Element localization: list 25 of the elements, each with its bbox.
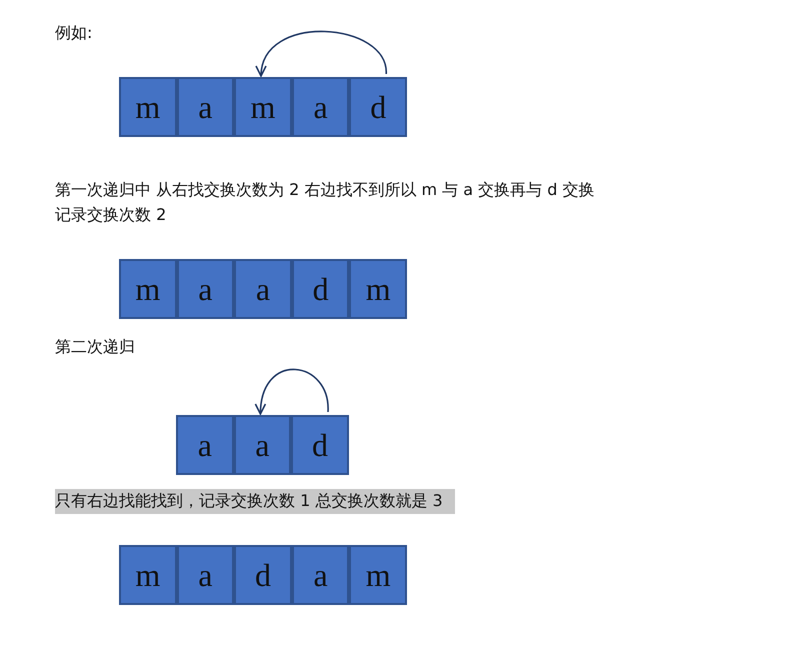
letter-cell: a [292,77,350,137]
curved-arrow [257,30,387,77]
letter-cell: m [119,545,177,605]
letter-cell: d [349,77,407,137]
curved-arrow [256,368,329,415]
note-text: 例如: [55,23,92,44]
letter-cell: a [176,77,234,137]
note-text: 第二次递归 [55,337,135,358]
letter-cell: m [234,77,292,137]
letter-cell: d [291,415,349,475]
note-text: 记录交换次数 2 [55,205,166,226]
letter-cell: a [176,259,234,319]
letter-cell: a [234,415,292,475]
highlighted-note: 只有右边找能找到，记录交换次数 1 总交换次数就是 3 [55,489,455,514]
letter-cell: a [176,545,234,605]
letter-cell: d [292,259,350,319]
letter-cell: a [292,545,350,605]
letter-cell: m [119,77,177,137]
letter-cell: m [349,259,407,319]
letter-cell: d [234,545,292,605]
letter-cell: m [349,545,407,605]
note-text: 第一次递归中 从右找交换次数为 2 右边找不到所以 m 与 a 交换再与 d 交换 [55,180,594,201]
letter-cell: a [234,259,292,319]
letter-cell: m [119,259,177,319]
letter-cell: a [176,415,234,475]
